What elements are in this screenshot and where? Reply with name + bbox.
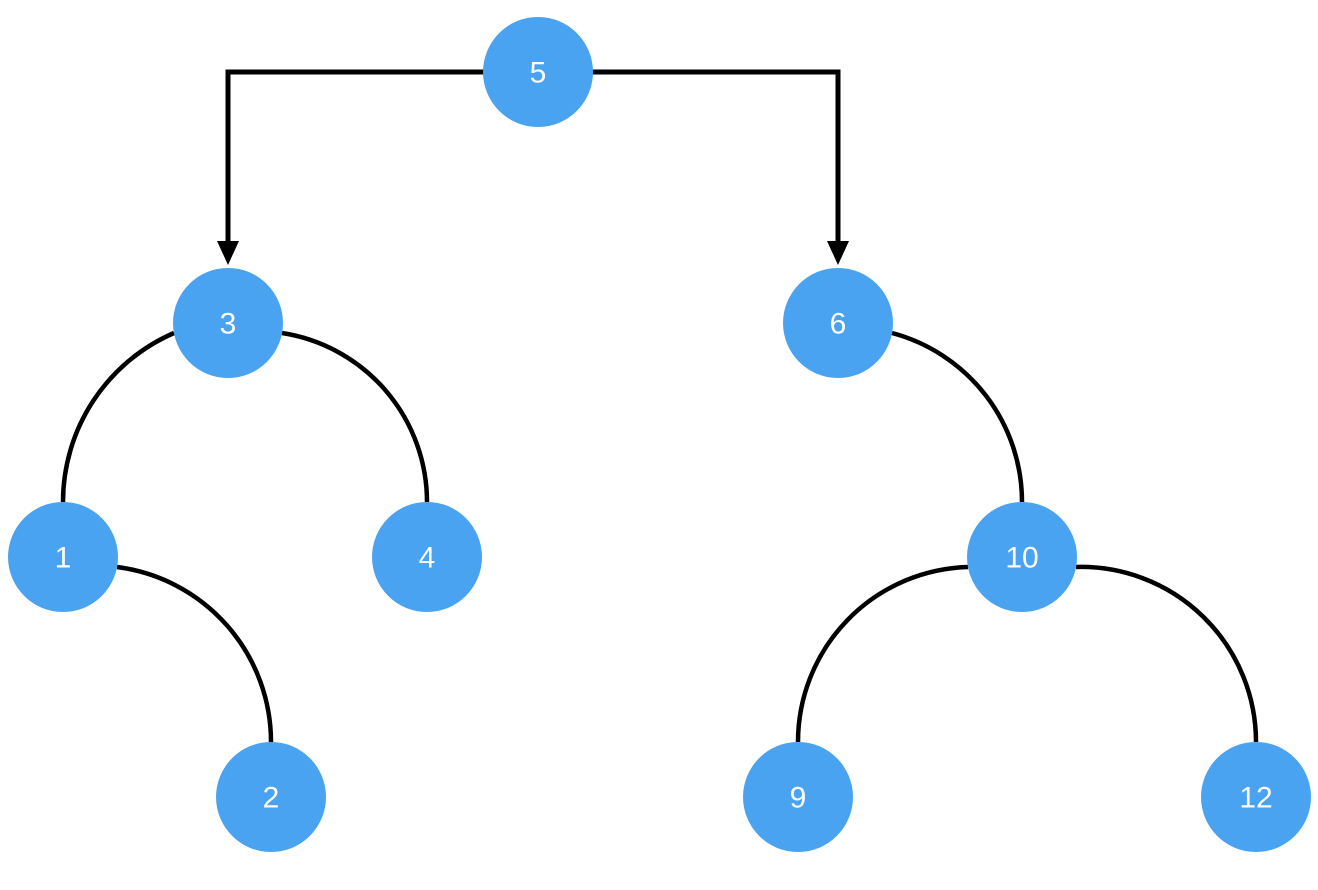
node-label-12: 12 [1239, 782, 1272, 815]
tree-node-6: 6 [783, 268, 893, 378]
node-circle-10 [967, 502, 1077, 612]
node-circle-2 [216, 742, 326, 852]
edge-5-3 [225, 69, 538, 243]
node-label-6: 6 [830, 308, 847, 341]
node-circle-5 [483, 17, 593, 127]
edge-10-9 [795, 564, 969, 743]
tree-node-12: 12 [1201, 742, 1311, 852]
node-circle-1 [8, 502, 118, 612]
arrowhead-5-3 [217, 241, 239, 265]
node-circle-6 [783, 268, 893, 378]
edge-1-2 [116, 564, 274, 743]
arrowhead-5-6 [827, 241, 849, 265]
edge-3-4 [281, 330, 430, 503]
node-label-10: 10 [1005, 542, 1038, 575]
tree-node-10: 10 [967, 502, 1077, 612]
tree-node-3: 3 [173, 268, 283, 378]
node-label-1: 1 [55, 542, 72, 575]
tree-node-2: 2 [216, 742, 326, 852]
edge-6-10 [891, 330, 1025, 503]
node-label-5: 5 [530, 57, 547, 90]
node-circle-12 [1201, 742, 1311, 852]
tree-node-4: 4 [372, 502, 482, 612]
edge-10-12 [1075, 564, 1259, 743]
node-circle-4 [372, 502, 482, 612]
node-label-3: 3 [220, 308, 237, 341]
tree-node-5: 5 [483, 17, 593, 127]
node-circle-9 [743, 742, 853, 852]
node-circle-3 [173, 268, 283, 378]
edge-5-6 [538, 69, 841, 243]
tree-node-9: 9 [743, 742, 853, 852]
node-label-9: 9 [790, 782, 807, 815]
tree-node-1: 1 [8, 502, 118, 612]
node-label-2: 2 [263, 782, 280, 815]
edge-3-1 [60, 330, 175, 503]
node-label-4: 4 [419, 542, 436, 575]
